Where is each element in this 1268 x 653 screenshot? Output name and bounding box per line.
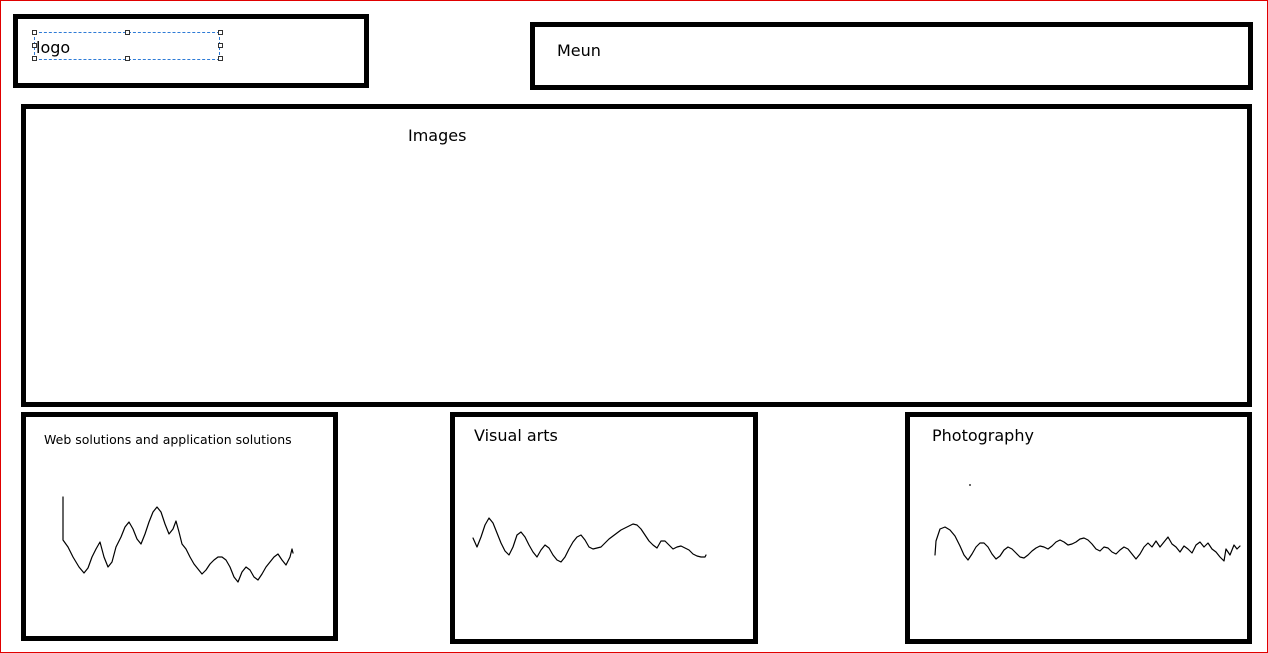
card-title: Visual arts <box>474 426 558 445</box>
selection-handle[interactable] <box>32 56 37 61</box>
menu-box: Meun <box>530 22 1253 90</box>
selection-handle[interactable] <box>125 56 130 61</box>
scribble-line <box>934 484 1241 562</box>
card-visual-arts: Visual arts <box>450 412 758 644</box>
selection-handle[interactable] <box>32 43 37 48</box>
selection-handle[interactable] <box>32 30 37 35</box>
logo-box: logo <box>13 14 369 88</box>
card-web-solutions: Web solutions and application solutions <box>21 412 338 641</box>
card-title: Photography <box>932 426 1034 445</box>
selection-handle[interactable] <box>125 30 130 35</box>
images-label: Images <box>408 126 467 145</box>
logo-label: logo <box>36 38 71 57</box>
card-title: Web solutions and application solutions <box>44 432 292 447</box>
scribble-line <box>62 496 294 583</box>
card-photography: Photography <box>905 412 1252 644</box>
selection-handle[interactable] <box>218 56 223 61</box>
menu-label: Meun <box>557 41 601 60</box>
selection-handle[interactable] <box>218 43 223 48</box>
scribble-line <box>472 517 707 563</box>
selection-handle[interactable] <box>218 30 223 35</box>
images-box: Images <box>21 104 1252 407</box>
